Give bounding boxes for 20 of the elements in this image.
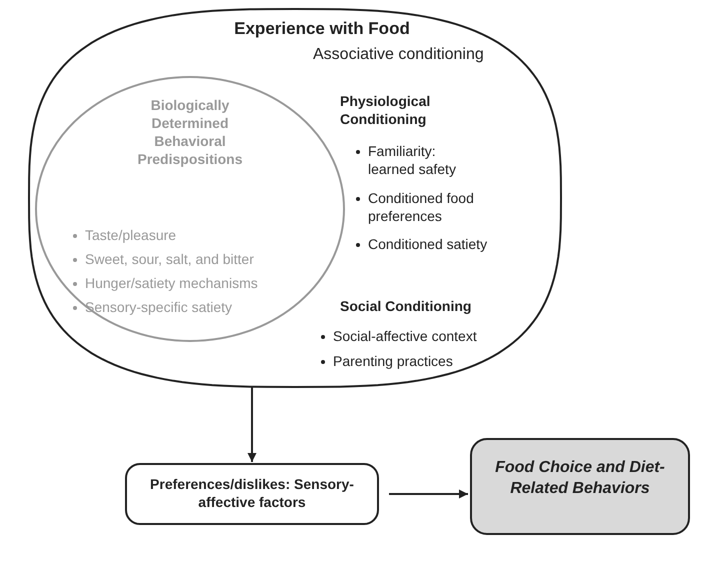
heading-text: Physiological Conditioning: [340, 92, 432, 128]
arrow: [248, 386, 256, 462]
title-text: Experience with Food: [233, 18, 411, 40]
box-text: Food Choice and Diet-Related Behaviors: [494, 458, 666, 499]
list-item: Conditioned food preferences: [368, 189, 475, 225]
list-item: Parenting practices: [333, 352, 454, 370]
list-item: Social-affective context: [333, 327, 478, 345]
list-item: Familiarity: learned safety: [368, 142, 457, 178]
list-item: Sweet, sour, salt, and bitter: [85, 250, 255, 268]
arrow: [389, 490, 468, 498]
list-item: Taste/pleasure: [85, 226, 178, 244]
process-box: [125, 463, 379, 525]
list-item: Conditioned satiety: [368, 235, 488, 253]
list-item: Sensory-specific satiety: [85, 298, 234, 316]
outcome-box: [470, 438, 690, 535]
list-item: Hunger/satiety mechanisms: [85, 274, 259, 292]
box-text: Preferences/dislikes: Sensory-affective factors: [149, 475, 355, 511]
heading-text: Biologically Determined Behavioral Predispositions: [136, 96, 244, 168]
subtitle-text: Associative conditioning: [313, 45, 485, 65]
heading-text: Social Conditioning: [340, 297, 472, 315]
